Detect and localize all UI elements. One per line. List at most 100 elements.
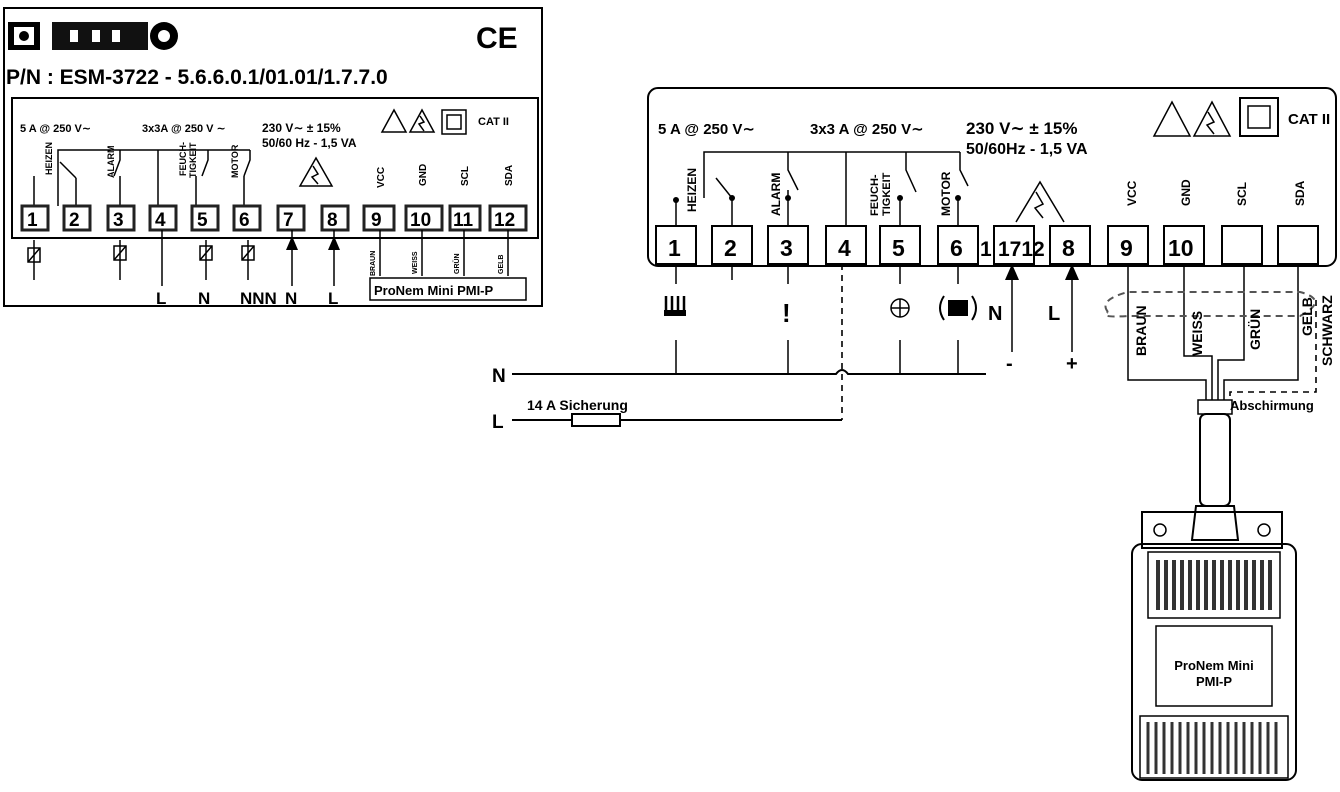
humidifier-icon: [199, 245, 213, 261]
large-label: 5 A @ 250 V∼ 3x3 A @ 250 V∼ 230 V∼ ± 15%…: [647, 87, 1337, 267]
alarm-icon: [113, 245, 127, 261]
small-func-tigkeit: TIGKEIT: [188, 142, 198, 178]
small-wire-braun: BRAUN: [370, 251, 377, 276]
heater-icon: [27, 247, 41, 263]
small-rating-relay: 5 A @ 250 V∼: [20, 123, 91, 135]
large-func-feuch: FEUCH-: [869, 174, 881, 216]
sensor-device: ProNem Mini PMI-P: [1131, 511, 1297, 781]
small-terminal-6: 6: [239, 210, 250, 231]
small-bottom-n1: N: [198, 289, 210, 308]
small-terminal-2: 2: [69, 210, 80, 231]
n-line-label: N: [492, 366, 506, 387]
sensor-cable: [1199, 413, 1231, 507]
large-terminal-strip: 1 2 3 4 5 6 1 1712 8 9 10: [655, 225, 1319, 265]
small-sig-vcc: VCC: [376, 167, 387, 188]
sensor-name-line1: ProNem Mini: [1174, 658, 1253, 673]
small-terminal-panel: [11, 97, 539, 239]
large-terminal-10: 10: [1168, 235, 1194, 261]
small-func-heizen: HEIZEN: [44, 142, 54, 175]
power-warning-icon: [298, 156, 334, 187]
small-wire-gelb: GELB: [498, 255, 505, 274]
large-func-heizen: HEIZEN: [685, 168, 699, 212]
large-func-tigkeit: TIGKEIT: [881, 172, 893, 216]
small-terminal-8: 8: [327, 210, 338, 231]
fuse-label: 14 A Sicherung: [527, 397, 628, 413]
large-terminal-panel: [647, 87, 1337, 267]
large-sig-vcc: VCC: [1125, 180, 1139, 206]
large-sig-sda: SDA: [1293, 180, 1307, 206]
small-sensor-box: [369, 277, 527, 301]
large-terminal-7: 1712: [998, 238, 1045, 261]
humidifier-load-icon: [890, 298, 910, 318]
large-sig-gnd: GND: [1179, 179, 1193, 206]
large-double-insulation-icon: [1239, 97, 1279, 137]
double-insulation-icon: [441, 109, 467, 135]
wire-grun: GRÜN: [1247, 309, 1263, 350]
small-sig-sda: SDA: [504, 165, 515, 186]
small-rating-outputs: 3x3A @ 250 V ∼: [142, 123, 226, 135]
wire-schwarz: SCHWARZ: [1319, 295, 1335, 366]
emko-logo-icon: [8, 22, 178, 50]
sensor-housing: [1131, 543, 1297, 781]
large-terminal-2: 2: [724, 235, 737, 261]
small-terminal-1: 1: [27, 210, 38, 231]
small-sig-scl: SCL: [460, 166, 471, 186]
small-terminal-10: 10: [410, 210, 431, 231]
supply-plus-label: +: [1066, 353, 1078, 375]
large-terminal-8: 8: [1062, 235, 1075, 261]
large-rating-supply: 230 V∼ ± 15%: [966, 119, 1077, 138]
small-terminal-11: 11: [453, 210, 474, 231]
large-shock-warning-icon: [1192, 100, 1232, 137]
shield-label: Abschirmung: [1230, 398, 1314, 413]
small-func-feuch: FEUCH-: [178, 142, 188, 176]
small-cat-label: CAT II: [478, 116, 509, 128]
large-rating-outputs: 3x3 A @ 250 V∼: [810, 121, 924, 138]
large-terminal-misc: 1: [980, 238, 992, 261]
small-wire-weiss: WEISS: [412, 251, 419, 274]
supply-minus-label: -: [1006, 353, 1013, 375]
mains-wiring: N L 14 A Sicherung ! N L - +: [492, 264, 1079, 433]
l-line-label: L: [492, 412, 504, 433]
small-terminal-4: 4: [155, 210, 166, 231]
large-terminal-9: 9: [1120, 235, 1133, 261]
small-label-frame: [3, 7, 543, 307]
large-warning-triangle-icon: [1152, 100, 1192, 137]
wire-braun: BRAUN: [1133, 305, 1149, 356]
wire-weiss: WEISS: [1189, 311, 1205, 356]
small-bottom-l2: L: [328, 289, 338, 308]
small-bottom-nnn: NNN: [240, 289, 277, 308]
wire-gelb: GELB: [1299, 297, 1315, 336]
large-terminal-3: 3: [780, 235, 793, 261]
small-func-motor: MOTOR: [230, 144, 240, 178]
small-sig-gnd: GND: [418, 164, 429, 186]
large-func-alarm: ALARM: [769, 173, 783, 216]
small-terminal-5: 5: [197, 210, 208, 231]
large-terminal-6: 6: [950, 235, 963, 261]
large-power-warning-icon: [1015, 180, 1065, 223]
large-func-motor: MOTOR: [939, 171, 953, 216]
small-rating-freq: 50/60 Hz - 1,5 VA: [262, 136, 357, 150]
supply-l-label: L: [1048, 303, 1060, 325]
small-label: CE P/N : ESM-3722 - 5.6.6.0.1/01.01/1.7.…: [3, 7, 543, 308]
motor-icon: [241, 245, 255, 261]
supply-n-label: N: [988, 303, 1002, 325]
small-bottom-l1: L: [156, 289, 166, 308]
n-line: [512, 369, 986, 375]
small-terminal-strip: 1 2 3 4 5 6 7 8 9 10 11 12: [20, 204, 528, 232]
heater-load-icon: [664, 296, 686, 316]
small-terminal-9: 9: [371, 210, 382, 231]
large-terminal-1: 1: [668, 235, 681, 261]
motor-load-icon: [939, 295, 977, 321]
small-terminal-3: 3: [113, 210, 124, 231]
small-sensor-name: ProNem Mini PMI-P: [374, 283, 494, 298]
part-number: P/N : ESM-3722 - 5.6.6.0.1/01.01/1.7.7.0: [6, 66, 388, 89]
small-terminal-7: 7: [283, 210, 294, 231]
ce-mark: CE: [476, 22, 518, 55]
shock-warning-icon: [408, 108, 436, 133]
cable-shield: [1104, 291, 1316, 318]
large-terminal-5: 5: [892, 235, 905, 261]
large-rating-freq: 50/60Hz - 1,5 VA: [966, 141, 1088, 158]
alarm-load-icon: !: [782, 298, 791, 328]
small-bottom-n2: N: [285, 289, 297, 308]
